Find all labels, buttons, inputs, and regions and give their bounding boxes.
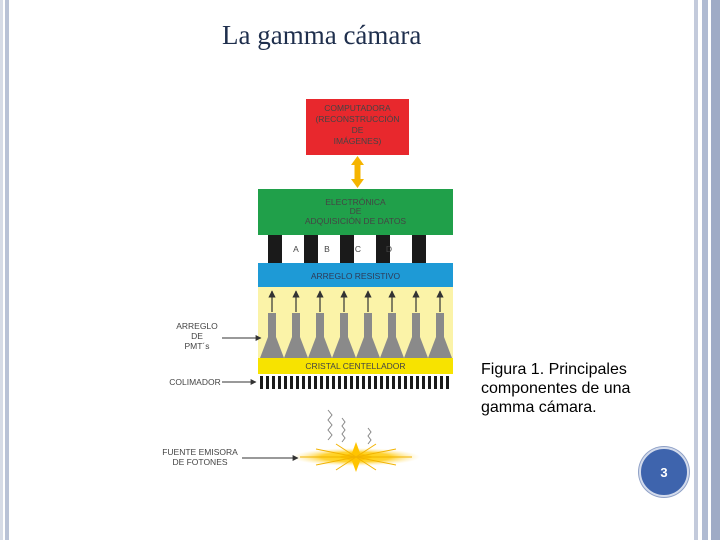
pmt-array-label-line: ARREGLO xyxy=(176,321,218,331)
pmt-array-label-line: DE xyxy=(191,331,203,341)
computer-label-line: (RECONSTRUCCIÓN xyxy=(315,114,399,124)
collimator xyxy=(260,376,449,389)
electronics-label-line: ADQUISICIÓN DE DATOS xyxy=(305,216,407,226)
data-link-double-arrow xyxy=(351,156,364,188)
computer-label-line: DE xyxy=(352,125,364,135)
channel-label-d: D xyxy=(386,244,392,254)
channel-label-a: A xyxy=(293,244,299,254)
electronics-label-line: DE xyxy=(350,206,362,216)
channel-connectors xyxy=(258,235,453,263)
pmt-array-label-line: PMT´s xyxy=(184,341,209,351)
resistive-array-block xyxy=(258,263,453,287)
computer-block xyxy=(306,99,409,155)
gamma-ray-paths xyxy=(327,409,372,445)
electronics-label-line: ELECTRÓNICA xyxy=(325,197,386,207)
computer-label-line: COMPUTADORA xyxy=(324,103,391,113)
resistive-array-label: ARREGLO RESISTIVO xyxy=(311,271,401,281)
crystal-label: CRISTAL CENTELLADOR xyxy=(305,361,405,371)
scintillator-crystal xyxy=(258,358,453,374)
photomultiplier-tubes xyxy=(260,313,452,358)
computer-label-line: IMÁGENES) xyxy=(334,136,382,146)
slide-title: La gamma cámara xyxy=(222,20,422,50)
channel-label-c: C xyxy=(355,244,361,254)
photon-source-burst xyxy=(292,442,420,472)
collimator-label: COLIMADOR xyxy=(169,377,220,387)
pmt-signal-arrows xyxy=(268,290,444,312)
channel-label-b: B xyxy=(324,244,330,254)
page-number-badge: 3 xyxy=(639,447,689,497)
figure-caption: Figura 1. Principales componentes de una… xyxy=(481,361,631,416)
source-label-line: FUENTE EMISORA xyxy=(162,447,238,457)
slide-frame-right xyxy=(690,0,720,540)
slide-frame-left xyxy=(0,0,9,540)
page-number: 3 xyxy=(660,464,668,480)
source-label-line: DE FOTONES xyxy=(172,457,227,467)
electronics-block xyxy=(258,189,453,235)
